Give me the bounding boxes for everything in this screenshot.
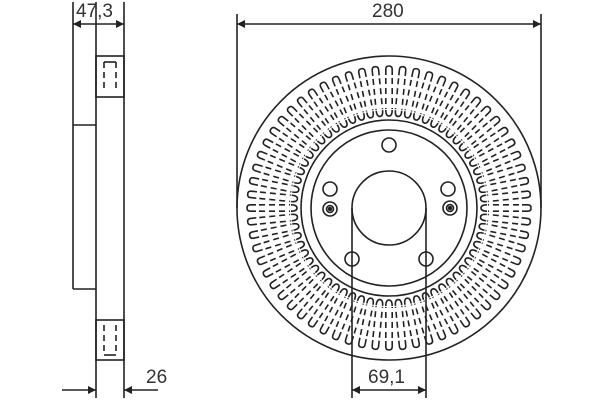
vent-vane: [445, 277, 482, 320]
vent-vane: [277, 264, 320, 301]
center-bore: [351, 170, 427, 246]
vent-vane: [472, 150, 522, 176]
section-view: [62, 2, 158, 398]
vent-vane: [357, 67, 375, 119]
vent-vane: [479, 190, 532, 203]
vent-vane: [472, 240, 522, 266]
vent-vane: [469, 138, 516, 167]
vent-vane: [394, 65, 407, 118]
vent-vane: [430, 81, 459, 128]
vent-vane: [394, 298, 407, 351]
inner-ring: [300, 119, 478, 297]
bolt-hole: [418, 251, 434, 267]
vent-vane: [296, 96, 333, 139]
bolt-hole: [381, 137, 397, 153]
vent-vane: [478, 176, 530, 194]
vent-vane: [384, 299, 394, 351]
vent-vane: [430, 288, 459, 335]
vent-vane: [478, 222, 530, 240]
vent-vane: [269, 257, 314, 290]
vent-vane: [421, 75, 447, 125]
vent-vane: [252, 163, 302, 185]
vent-vane: [412, 71, 434, 121]
vent-vane: [371, 65, 384, 118]
ringed-hole: [442, 200, 458, 216]
vent-vane: [262, 249, 309, 278]
vent-vane: [452, 105, 492, 145]
bolt-hole: [440, 181, 456, 197]
bolt-hole: [322, 181, 338, 197]
vent-vane: [421, 291, 447, 341]
vent-vane: [479, 213, 532, 226]
hat-circle: [310, 129, 468, 287]
vent-vane: [331, 75, 357, 125]
vent-vane: [403, 67, 421, 119]
ringed-hole: [322, 201, 338, 217]
vent-vane: [458, 115, 501, 152]
vent-vane: [464, 126, 509, 159]
vent-block-top: [95, 55, 125, 98]
vent-vane: [277, 115, 320, 152]
vent-vane: [480, 204, 532, 212]
dim-outer-diameter-label: 280: [372, 1, 404, 22]
vent-block-bottom: [95, 319, 125, 361]
vent-vane: [286, 271, 326, 311]
vent-vane: [248, 222, 300, 240]
vent-vane: [262, 138, 309, 167]
vent-vane: [246, 190, 299, 203]
vent-vane: [296, 277, 333, 320]
vent-vane: [246, 204, 298, 212]
ringed-hole-inner: [445, 203, 455, 213]
ringed-hole-dot: [327, 206, 333, 212]
front-view: [236, 14, 542, 398]
vent-vane: [445, 96, 482, 139]
vent-vane: [344, 295, 366, 345]
vent-vane: [331, 291, 357, 341]
vent-vane: [256, 240, 306, 266]
ringed-hole-dot: [447, 205, 453, 211]
vent-vane: [307, 283, 340, 328]
vent-vane: [307, 88, 340, 133]
vent-vane: [476, 231, 526, 253]
vent-vane: [248, 176, 300, 194]
disc-geometry: [236, 55, 542, 361]
vent-vane: [384, 65, 394, 117]
dim-overall-thickness-label: 47,3: [76, 1, 113, 22]
vent-vane: [286, 105, 326, 145]
vent-vane: [319, 288, 348, 335]
dim-center-bore-label: 69,1: [368, 367, 405, 388]
vent-vane: [403, 297, 421, 349]
bolt-hole: [344, 251, 360, 267]
vent-vane: [246, 213, 299, 226]
vent-vane: [452, 271, 492, 311]
vent-vane: [252, 231, 302, 253]
vent-vane: [464, 257, 509, 290]
vent-vane: [319, 81, 348, 128]
ringed-hole-inner: [325, 204, 335, 214]
vent-vane: [371, 298, 384, 351]
dim-disc-thickness-label: 26: [146, 367, 168, 388]
vent-vane: [412, 295, 434, 345]
vent-vane: [438, 88, 471, 133]
vent-vane: [458, 264, 501, 301]
vent-vane: [344, 71, 366, 121]
vent-vane: [256, 150, 306, 176]
vent-vane: [469, 249, 516, 278]
vent-vane: [476, 163, 526, 185]
vent-vane: [357, 297, 375, 349]
vent-vane: [269, 126, 314, 159]
outer-edge: [236, 55, 542, 361]
vent-vane: [438, 283, 471, 328]
